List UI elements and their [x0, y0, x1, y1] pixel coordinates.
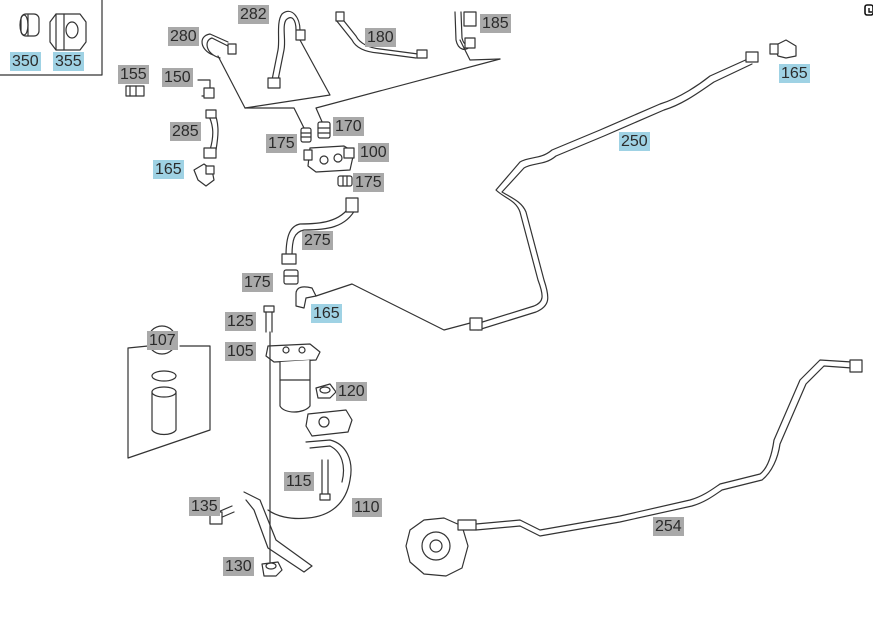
callout-120[interactable]: 120: [336, 382, 367, 401]
elbow-165-right[interactable]: [769, 39, 797, 59]
callout-175-lower[interactable]: 175: [242, 273, 273, 292]
callout-170[interactable]: 170: [333, 117, 364, 136]
rotate-icon[interactable]: [864, 3, 873, 17]
callout-185[interactable]: 185: [480, 14, 511, 33]
connector-175-right[interactable]: [337, 175, 353, 187]
callout-105[interactable]: 105: [225, 342, 256, 361]
callout-254[interactable]: 254: [653, 517, 684, 536]
bent-pipe-280[interactable]: [201, 33, 237, 59]
callout-285[interactable]: 285: [170, 122, 201, 141]
seal-ring-350[interactable]: [19, 13, 40, 37]
pipe-185[interactable]: [454, 11, 477, 50]
callout-110[interactable]: 110: [352, 498, 382, 517]
bent-pipe-282[interactable]: [267, 10, 306, 89]
elbow-165-center[interactable]: [295, 286, 317, 309]
pump[interactable]: [405, 517, 477, 577]
callout-130[interactable]: 130: [223, 557, 254, 576]
nut-355[interactable]: [49, 13, 87, 51]
callout-175-right[interactable]: 175: [353, 173, 384, 192]
elbow-165-left[interactable]: [193, 163, 215, 187]
callout-150[interactable]: 150: [162, 68, 193, 87]
callout-115[interactable]: 115: [284, 472, 314, 491]
callout-100[interactable]: 100: [358, 143, 389, 162]
connector-170[interactable]: [317, 121, 331, 139]
bolt-115[interactable]: [319, 459, 331, 501]
callout-107[interactable]: 107: [147, 331, 178, 350]
callout-155[interactable]: 155: [118, 65, 149, 84]
connector-175-top[interactable]: [300, 127, 312, 143]
callout-180[interactable]: 180: [365, 28, 396, 47]
fitting-150[interactable]: [197, 79, 215, 99]
callout-165-left[interactable]: 165: [153, 160, 184, 179]
connector-175-lower[interactable]: [283, 269, 299, 285]
nut-130[interactable]: [261, 561, 283, 577]
callout-282[interactable]: 282: [238, 5, 269, 24]
valve-body[interactable]: [305, 409, 353, 437]
fitting-155[interactable]: [125, 85, 145, 97]
callout-275[interactable]: 275: [302, 231, 333, 250]
nut-120[interactable]: [315, 383, 337, 399]
callout-350[interactable]: 350: [10, 52, 41, 71]
callout-135[interactable]: 135: [189, 497, 220, 516]
callout-175-top[interactable]: 175: [266, 134, 297, 153]
leader-165-to-250: [315, 283, 475, 331]
bracket-110[interactable]: [267, 439, 352, 520]
callout-355[interactable]: 355: [53, 52, 84, 71]
callout-250[interactable]: 250: [619, 132, 650, 151]
pipe-250[interactable]: [469, 51, 759, 331]
callout-280[interactable]: 280: [168, 27, 199, 46]
filter-housing-105[interactable]: [265, 343, 321, 413]
distributor-block-100[interactable]: [303, 145, 355, 173]
callout-165-center[interactable]: 165: [311, 304, 342, 323]
pipe-285[interactable]: [203, 109, 219, 159]
bolt-125[interactable]: [263, 305, 275, 333]
callout-125[interactable]: 125: [225, 312, 256, 331]
leader-lines-top: [217, 39, 501, 131]
pipe-275[interactable]: [281, 197, 359, 265]
callout-165-right[interactable]: 165: [779, 64, 810, 83]
inset-box-350-355: [0, 0, 103, 76]
pipe-254[interactable]: [475, 359, 863, 537]
support-arm[interactable]: [243, 491, 313, 573]
